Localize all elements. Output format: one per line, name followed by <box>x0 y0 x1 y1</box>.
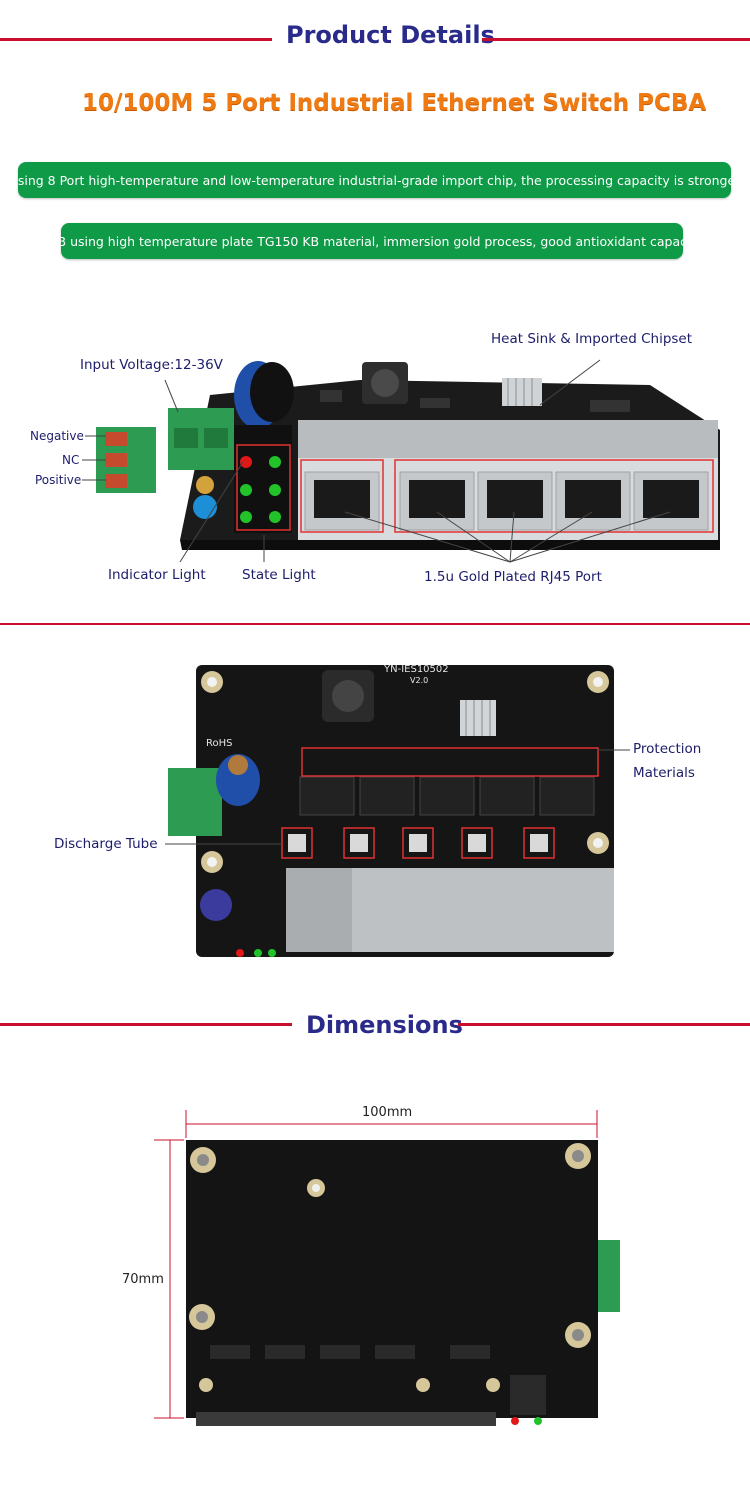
callout-heat-sink: Heat Sink & Imported Chipset <box>491 331 693 347</box>
callout-negative: Negative <box>30 429 84 443</box>
section-heading-product-details: Product Details <box>286 21 495 49</box>
callout-input-voltage: Input Voltage:12-36V <box>80 357 223 373</box>
front-pcb-illustration <box>82 359 720 563</box>
section-heading-dimensions: Dimensions <box>306 1011 463 1039</box>
dimensions-rule-right <box>458 1023 750 1026</box>
dimension-height: 70mm <box>122 1272 164 1287</box>
divider-rule-1 <box>0 623 750 625</box>
dimensions-rule-left <box>0 1023 292 1026</box>
callout-discharge-tube: Discharge Tube <box>54 836 158 852</box>
header-rule-left <box>0 38 272 41</box>
rohs-mark: RoHS <box>206 738 233 749</box>
callout-positive: Positive <box>35 473 82 487</box>
callout-protection-line1: Protection <box>633 741 702 757</box>
board-version: V2.0 <box>410 676 429 685</box>
feature-pill-chip: Using 8 Port high-temperature and low-te… <box>9 162 740 198</box>
callout-rj45-port: 1.5u Gold Plated RJ45 Port <box>424 569 602 585</box>
header-rule-right <box>482 38 750 41</box>
dimensions-illustration <box>154 1110 620 1426</box>
callout-protection-line2: Materials <box>633 765 695 781</box>
callout-state-light: State Light <box>242 567 316 583</box>
callout-indicator-light: Indicator Light <box>108 567 206 583</box>
feature-pill-pcb: PCB using high temperature plate TG150 K… <box>41 223 703 259</box>
board-marking: YN-IES10502 <box>384 664 449 675</box>
product-title: 10/100M 5 Port Industrial Ethernet Switc… <box>82 90 707 116</box>
callout-nc: NC <box>62 453 80 467</box>
dimension-width: 100mm <box>362 1105 413 1120</box>
top-pcb-illustration <box>165 665 630 957</box>
